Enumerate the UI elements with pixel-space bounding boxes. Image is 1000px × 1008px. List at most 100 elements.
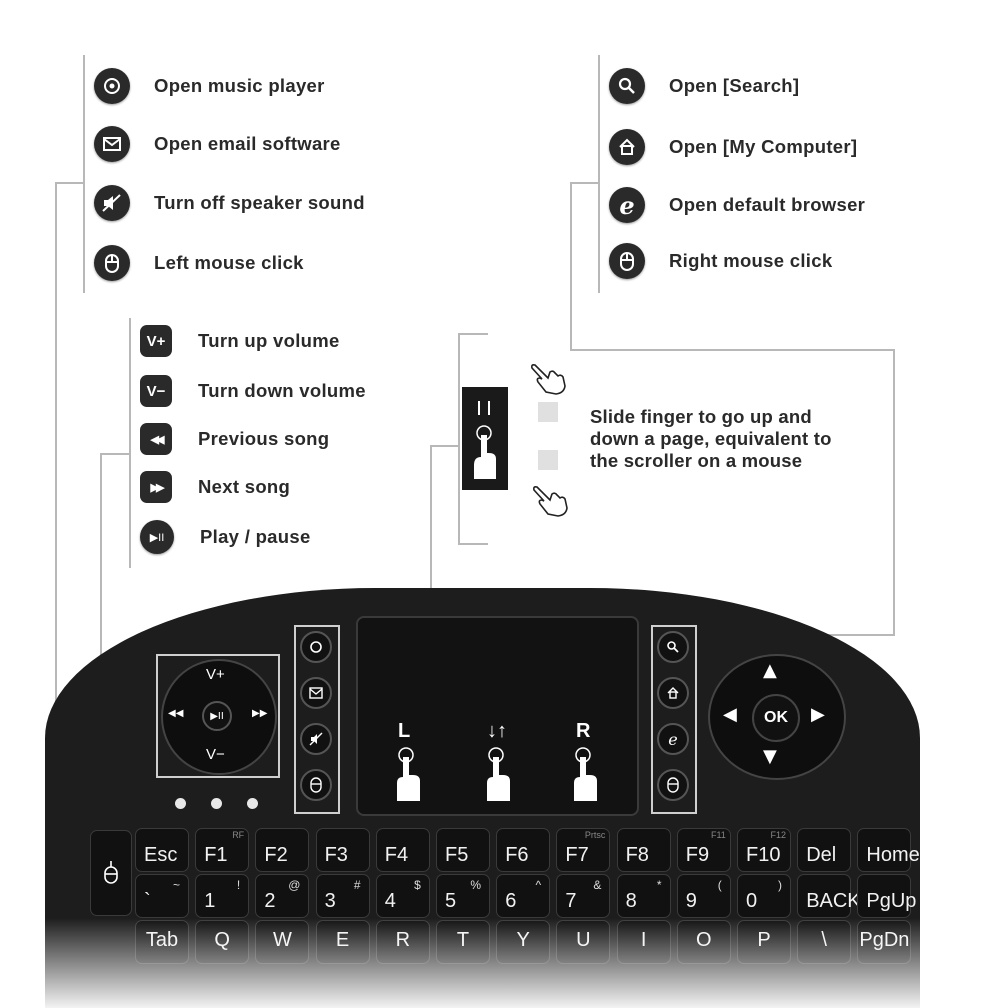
key-9[interactable]: O <box>676 920 731 964</box>
key-6[interactable]: 6^ <box>496 874 551 918</box>
key-1[interactable]: 1! <box>195 874 250 918</box>
ok-label: OK <box>764 709 788 726</box>
mute-key[interactable] <box>300 723 332 755</box>
arrow-down-key[interactable]: ▼ <box>763 746 777 767</box>
volume-down-icon: V− <box>140 375 172 407</box>
key-shift-label: & <box>593 878 602 892</box>
key-label: Tab <box>145 929 179 951</box>
touch-hand-left-icon <box>394 743 424 808</box>
key-label: F10 <box>746 844 781 866</box>
search-icon <box>609 68 645 104</box>
email-key[interactable] <box>300 677 332 709</box>
browser-key[interactable]: e <box>657 723 689 755</box>
scroll-text-line: down a page, equivalent to <box>590 428 832 449</box>
key-2[interactable]: 2@ <box>255 874 310 918</box>
legend-label: Right mouse click <box>669 250 833 271</box>
key-label: F2 <box>264 844 288 866</box>
legend-label: Left mouse click <box>154 252 304 273</box>
key-label: Home <box>866 844 920 866</box>
key-1[interactable]: Q <box>195 920 250 964</box>
key-12[interactable]: Home <box>857 828 920 872</box>
key-label: P <box>757 929 771 951</box>
mouse-icon <box>94 245 130 281</box>
key-2[interactable]: F2 <box>255 828 310 872</box>
key-4[interactable]: R <box>375 920 430 964</box>
key-label: F1 <box>204 844 228 866</box>
key-label: PgDn <box>859 929 910 951</box>
key-11[interactable]: \ <box>797 920 852 964</box>
music-player-key[interactable] <box>300 631 332 663</box>
key-9[interactable]: 9( <box>676 874 731 918</box>
key-label: 4 <box>384 890 396 912</box>
left-click-key[interactable] <box>300 769 332 801</box>
next-song-key[interactable]: ▶▶ <box>252 708 268 719</box>
key-label: PgUp <box>866 890 917 912</box>
arrow-up-key[interactable]: ▲ <box>763 660 777 681</box>
key-shift-label: # <box>353 878 361 892</box>
key-4[interactable]: F4 <box>375 828 430 872</box>
arrow-right-key[interactable]: ▶ <box>811 704 825 725</box>
key-alt-label: F11 <box>710 830 726 840</box>
legend-label: Open [Search] <box>669 75 800 96</box>
key-11[interactable]: BACK <box>797 874 861 918</box>
scroll-gesture-icon <box>462 387 508 490</box>
key-5[interactable]: T <box>436 920 490 964</box>
my-computer-key[interactable] <box>657 677 689 709</box>
key-label: Y <box>516 929 530 951</box>
previous-song-key[interactable]: ◀◀ <box>168 708 184 719</box>
key-7[interactable]: U <box>556 920 611 964</box>
key-12[interactable]: PgUp <box>857 874 916 918</box>
key-6[interactable]: F6 <box>496 828 551 872</box>
left-function-box <box>294 625 340 814</box>
arrow-left-key[interactable]: ◀ <box>723 704 737 725</box>
media-wheel[interactable] <box>161 659 277 775</box>
right-click-key[interactable] <box>657 769 689 801</box>
legend-music-player: Open music player <box>94 68 325 104</box>
key-5[interactable]: 5% <box>436 874 490 918</box>
key-3[interactable]: F3 <box>315 828 370 872</box>
previous-song-icon: ◀◀ <box>140 423 172 455</box>
indicator-dot <box>211 798 222 809</box>
key-0[interactable]: `~ <box>135 874 189 918</box>
key-6[interactable]: Y <box>496 920 551 964</box>
volume-up-key[interactable]: V+ <box>206 666 225 683</box>
play-pause-key[interactable]: ▶II <box>202 701 232 731</box>
search-key[interactable] <box>657 631 689 663</box>
key-8[interactable]: F8 <box>616 828 671 872</box>
key-0[interactable]: Tab <box>135 920 189 964</box>
volume-down-key[interactable]: V− <box>206 746 225 763</box>
key-10[interactable]: 0) <box>737 874 791 918</box>
key-shift-label: ~ <box>172 878 180 892</box>
key-12[interactable]: PgDn <box>857 920 912 964</box>
key-2[interactable]: W <box>255 920 310 964</box>
legend-browser: e Open default browser <box>609 187 865 223</box>
legend-label: Open email software <box>154 133 341 154</box>
key-3[interactable]: 3# <box>315 874 370 918</box>
ok-key[interactable]: OK <box>752 694 800 742</box>
key-11[interactable]: Del <box>797 828 852 872</box>
key-5[interactable]: F5 <box>436 828 490 872</box>
mouse-icon <box>609 243 645 279</box>
key-label: F4 <box>384 844 409 866</box>
key-label: 8 <box>625 890 637 912</box>
key-label: 1 <box>204 890 216 912</box>
touchpad-left-label: L <box>398 720 411 742</box>
key-3[interactable]: E <box>315 920 370 964</box>
key-label: 0 <box>746 890 758 912</box>
key-7[interactable]: 7& <box>556 874 611 918</box>
key-label: F7 <box>565 844 589 866</box>
mouse-side-key[interactable] <box>90 830 132 916</box>
key-label: F6 <box>505 844 529 866</box>
key-shift-label: * <box>656 878 662 892</box>
key-8[interactable]: I <box>616 920 671 964</box>
key-label: O <box>696 929 712 951</box>
key-8[interactable]: 8* <box>616 874 671 918</box>
key-4[interactable]: 4$ <box>375 874 430 918</box>
key-0[interactable]: Esc <box>135 828 189 872</box>
legend-label: Open default browser <box>669 194 866 215</box>
key-10[interactable]: P <box>737 920 791 964</box>
